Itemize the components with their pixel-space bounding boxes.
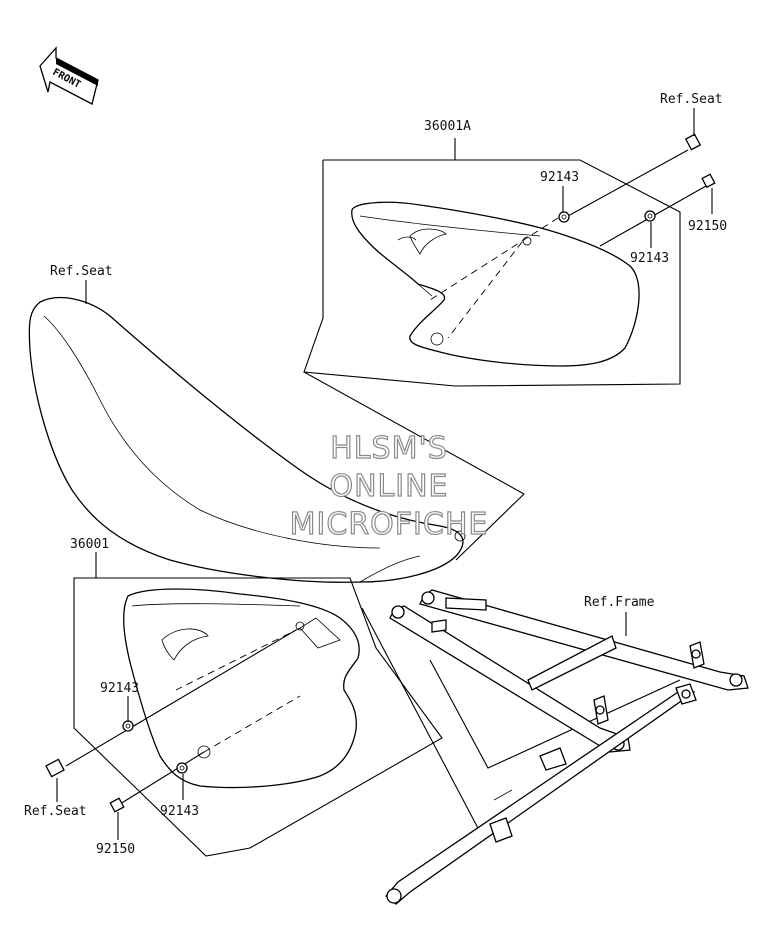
frame-reference-line-2 xyxy=(429,659,681,769)
label-ref-frame: Ref.Frame xyxy=(584,595,655,610)
label-92150-upper: 92150 xyxy=(688,219,727,234)
bolt-upper-2-icon xyxy=(599,173,716,247)
label-36001: 36001 xyxy=(70,537,109,552)
seat-reference-outline xyxy=(303,371,525,561)
dash-upper-2 xyxy=(447,241,523,339)
upper-group-outline xyxy=(303,159,681,387)
subframe xyxy=(385,589,749,905)
watermark-line-2: ONLINE xyxy=(329,469,448,504)
label-92150-lower: 92150 xyxy=(96,842,135,857)
bolt-upper-1-icon xyxy=(567,133,702,217)
label-ref-seat-bottom: Ref.Seat xyxy=(24,804,87,819)
side-cover-right xyxy=(351,201,640,367)
bolt-lower-2-icon xyxy=(109,751,205,813)
label-92143-upper-a: 92143 xyxy=(540,170,579,185)
side-cover-left xyxy=(123,588,360,789)
seat xyxy=(28,296,466,583)
lower-group-outline xyxy=(73,577,443,857)
frame-reference-line-1 xyxy=(361,607,481,833)
front-arrow-icon: FRONT xyxy=(39,46,99,105)
nut-upper-2-icon xyxy=(644,210,656,222)
label-92143-lower-b: 92143 xyxy=(160,804,199,819)
watermark-line-1: HLSM'S xyxy=(330,431,448,466)
dash-upper-1 xyxy=(429,217,559,301)
label-92143-lower-a: 92143 xyxy=(100,681,139,696)
dash-lower-2 xyxy=(203,695,301,753)
nut-lower-1-icon xyxy=(122,720,134,732)
watermark: HLSM'S ONLINE MICROFICHE xyxy=(289,430,489,542)
label-ref-seat-top: Ref.Seat xyxy=(660,92,723,107)
label-92143-upper-b: 92143 xyxy=(630,251,669,266)
bolt-lower-1-icon xyxy=(45,629,297,778)
label-ref-seat-left: Ref.Seat xyxy=(50,264,113,279)
watermark-line-3: MICROFICHE xyxy=(290,507,489,542)
nut-lower-2-icon xyxy=(176,762,188,774)
nut-upper-1-icon xyxy=(558,211,570,223)
label-36001A: 36001A xyxy=(424,119,471,134)
